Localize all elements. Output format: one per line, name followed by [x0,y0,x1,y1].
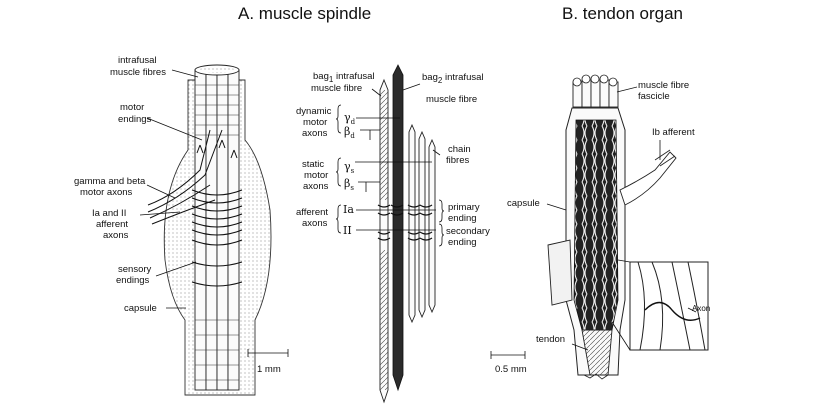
label-muscle-fibre: muscle fibre [638,80,689,91]
schematic-leaders [371,83,441,156]
tendon-organ-drawing: Axon muscle fibre fascicle Ib afferent c… [490,74,710,380]
capsule-flap [547,239,573,306]
label-dynamic-3: axons [302,128,328,139]
intrafusal-fibre-bundle [194,64,240,391]
title-tendon-organ: B. tendon organ [562,4,683,23]
label-sensory: sensory [118,264,152,275]
tendon-leaders [546,86,661,351]
label-static: static [302,159,324,170]
label-primary: primary [448,202,480,213]
label-bag2-2: muscle fibre [426,94,477,105]
label-secondary-2: ending [448,237,477,248]
label-gamma-d: γd [344,111,356,126]
label-static-2: motor [304,170,328,181]
spindle-schematic: bag1 intrafusal muscle fibre bag2 intraf… [296,64,490,404]
label-gamma-beta-2: motor axons [80,187,133,198]
sensory-coils [191,189,243,287]
primary-ending-spirals [377,204,433,241]
label-dynamic: dynamic [296,106,332,117]
scale-bar-1mm: 1 mm [247,349,289,375]
chain-fibre-2 [418,130,426,319]
label-beta-d: βd [344,125,355,140]
chain-fibre-1 [408,123,416,324]
label-static-3: axons [303,181,329,192]
schematic-braces [335,104,445,247]
ib-afferent-nerve [619,151,677,206]
scale-label-05mm: 0.5 mm [495,364,527,375]
title-muscle-spindle: A. muscle spindle [238,4,371,23]
label-afferent: afferent [296,207,328,218]
label-afferent-2: axons [302,218,328,229]
motor-endings [196,139,238,159]
label-ia-ii: Ia and II [92,208,126,219]
label-gamma-s: γs [344,160,355,175]
label-bag1: bag1 intrafusal [313,71,375,84]
label-chain: chain [448,144,471,155]
label-capsule-b: capsule [507,198,540,209]
label-ia-ii-3: axons [103,230,129,241]
label-intrafusal-2: muscle fibres [110,67,166,78]
label-beta-s: βs [344,177,354,192]
label-intrafusal: intrafusal [118,55,157,66]
label-ib-afferent: Ib afferent [652,127,695,138]
label-chain-2: fibres [446,155,469,166]
label-motor: motor [120,102,144,113]
label-primary-2: ending [448,213,477,224]
muscle-fibre-fascicle [572,74,619,108]
label-fascicle: fascicle [638,91,670,102]
label-bag2: bag2 intrafusal [422,72,484,85]
label-secondary: secondary [446,226,490,237]
label-ii: II [343,224,352,237]
label-motor-2: endings [118,114,152,125]
fibre-striations [195,84,239,381]
label-sensory-2: endings [116,275,150,286]
label-gamma-beta: gamma and beta [74,176,146,187]
muscle-spindle-drawing: intrafusal muscle fibres motor endings g… [74,55,289,396]
bag2-fibre [392,64,404,392]
label-dynamic-2: motor [303,117,327,128]
motor-axon-lines [355,117,436,231]
chain-fibre-3 [428,138,436,314]
label-tendon: tendon [536,334,565,345]
label-bag1-2: muscle fibre [311,83,362,94]
label-ia: Ia [343,203,354,216]
scale-label-1mm: 1 mm [257,364,281,375]
spindle-leaders [139,69,203,309]
axon-inset: Axon [611,259,710,351]
nerve-axons [147,129,223,225]
label-capsule-a: capsule [124,303,157,314]
collagen-bundles [573,119,619,331]
scale-bar-05mm: 0.5 mm [490,351,527,375]
label-axon: Axon [692,304,710,313]
label-ia-ii-2: afferent [96,219,128,230]
